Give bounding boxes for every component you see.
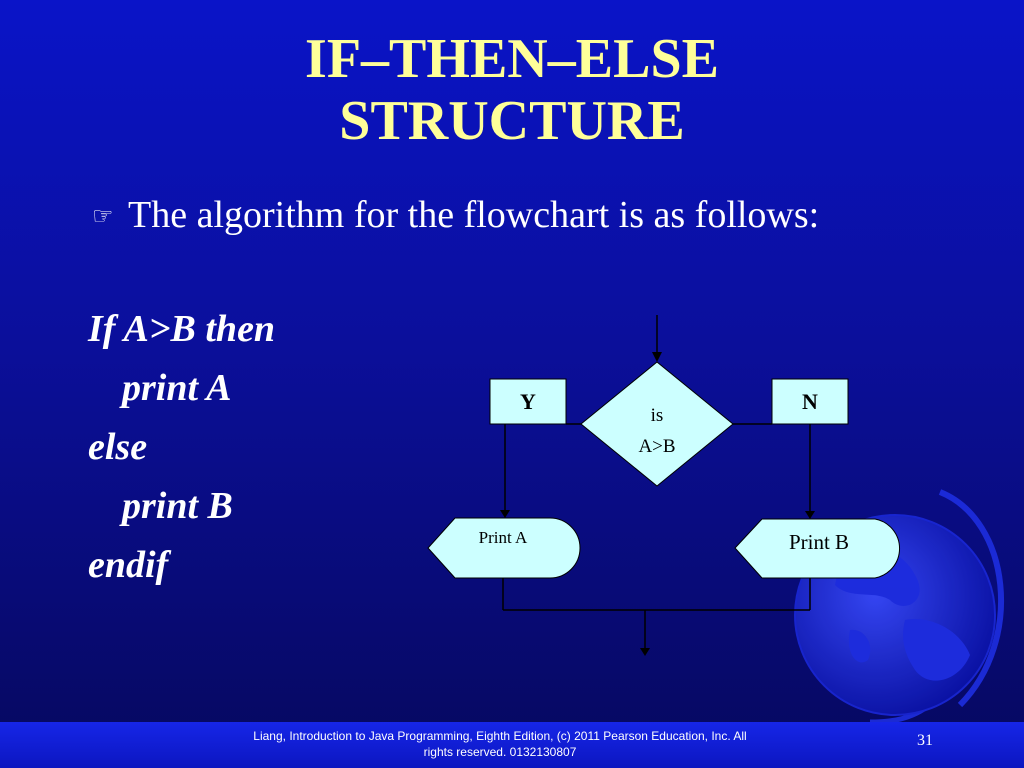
- slide-title: IF–THEN–ELSE STRUCTURE: [0, 28, 1024, 152]
- print-a-shape: [427, 517, 581, 579]
- exit-arrowhead: [640, 648, 650, 656]
- footer-line-2: rights reserved. 0132130807: [423, 745, 577, 759]
- footer-copyright: Liang, Introduction to Java Programming,…: [200, 728, 800, 760]
- algorithm-pseudocode: If A>B then print A else print B endif: [88, 300, 275, 595]
- flow-arrowheads: [500, 352, 815, 656]
- algo-line-else: else: [88, 426, 148, 468]
- flow-connectors: [502, 315, 811, 648]
- decision-diamond: [580, 361, 734, 487]
- pointing-hand-icon: ☞: [92, 204, 114, 230]
- no-label: N: [802, 389, 818, 414]
- decision-text-line-1: is: [651, 405, 664, 426]
- decision-text-line-2: A>B: [638, 436, 675, 457]
- print-b-shape: [734, 518, 900, 579]
- title-line-2: STRUCTURE: [339, 90, 685, 152]
- no-arrowhead: [805, 511, 815, 519]
- title-line-1: IF–THEN–ELSE: [305, 28, 719, 90]
- algo-line-print-a: print A: [122, 367, 232, 409]
- yes-arrowhead: [500, 510, 510, 518]
- page-number: 31: [917, 732, 933, 749]
- algo-line-endif: endif: [88, 544, 169, 586]
- entry-arrowhead: [652, 352, 662, 362]
- footer-bar: [0, 722, 1024, 768]
- yes-label-box: [489, 378, 567, 425]
- print-a-text: Print A: [479, 528, 528, 547]
- algo-line-if: If A>B then: [88, 308, 276, 350]
- bullet-text: The algorithm for the flowchart is as fo…: [128, 194, 820, 236]
- bullet-point: ☞ The algorithm for the flowchart is as …: [92, 192, 852, 238]
- yes-label: Y: [520, 389, 536, 414]
- footer-line-1: Liang, Introduction to Java Programming,…: [253, 729, 747, 743]
- print-b-text: Print B: [789, 530, 849, 554]
- no-label-box: [771, 378, 849, 425]
- flowchart-diagram: is A>B Y N Print A Print B: [427, 315, 1004, 722]
- algo-line-print-b: print B: [122, 485, 233, 527]
